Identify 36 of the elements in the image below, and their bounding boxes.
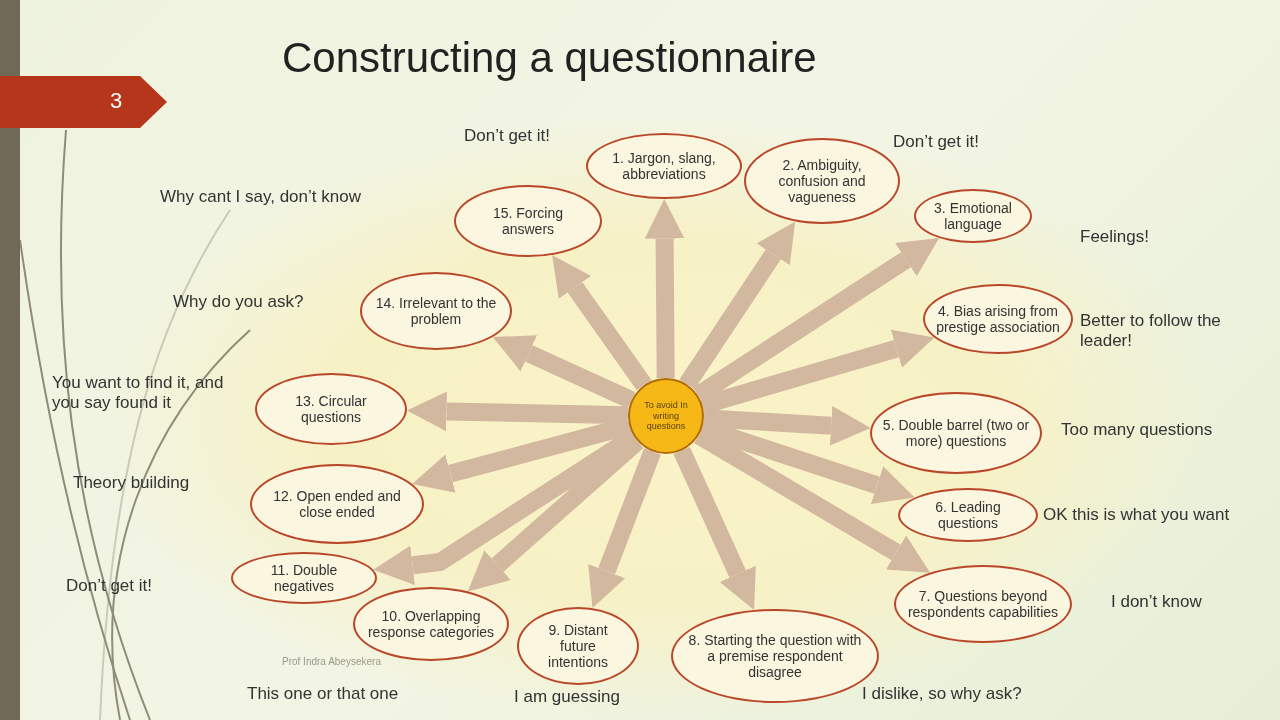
comment-text: You want to find it, and you say found it: [52, 373, 225, 414]
block-arrow: [679, 221, 796, 390]
topic-ellipse: 13. Circular questions: [255, 373, 407, 445]
topic-ellipse: 7. Questions beyond respondents capabilities: [894, 565, 1072, 643]
comment-text: Feelings!: [1080, 227, 1150, 248]
topic-ellipse: 12. Open ended and close ended: [250, 464, 424, 544]
block-arrow: [492, 335, 636, 409]
topic-ellipse: 4. Bias arising from prestige association: [923, 284, 1073, 354]
comment-text: Better to follow the leader!: [1080, 311, 1222, 352]
slide-number: 3: [110, 88, 123, 114]
comment-text: Don’t get it!: [464, 126, 551, 147]
topic-ellipse: 15. Forcing answers: [454, 185, 602, 257]
comment-text: I am guessing: [514, 687, 621, 708]
block-arrow: [588, 448, 661, 609]
comment-text: This one or that one: [247, 684, 400, 705]
comment-text: I dislike, so why ask?: [862, 684, 1023, 705]
comment-text: Don’t get it!: [66, 576, 153, 597]
block-arrow: [552, 255, 652, 391]
topic-ellipse: 14. Irrelevant to the problem: [360, 272, 512, 350]
comment-text: OK this is what you want: [1043, 505, 1231, 526]
topic-ellipse: 5. Double barrel (two or more) questions: [870, 392, 1042, 474]
comment-text: Why cant I say, don’t know: [160, 187, 362, 208]
topic-ellipse: 11. Double negatives: [231, 552, 377, 604]
comment-text: Why do you ask?: [173, 292, 305, 313]
slide-title: Constructing a questionnaire: [282, 34, 817, 82]
block-arrow: [703, 405, 871, 446]
topic-ellipse: 9. Distant future intentions: [517, 607, 639, 685]
topic-ellipse: 3. Emotional language: [914, 189, 1032, 243]
block-arrow: [644, 199, 685, 379]
comment-text: I don’t know: [1111, 592, 1203, 613]
topic-ellipse: 1. Jargon, slang, abbreviations: [586, 133, 742, 199]
comment-text: Too many questions: [1061, 420, 1214, 441]
comment-text: Theory building: [73, 473, 191, 494]
block-arrow: [406, 391, 629, 432]
topic-ellipse: 6. Leading questions: [898, 488, 1038, 542]
block-arrow: [673, 446, 756, 610]
